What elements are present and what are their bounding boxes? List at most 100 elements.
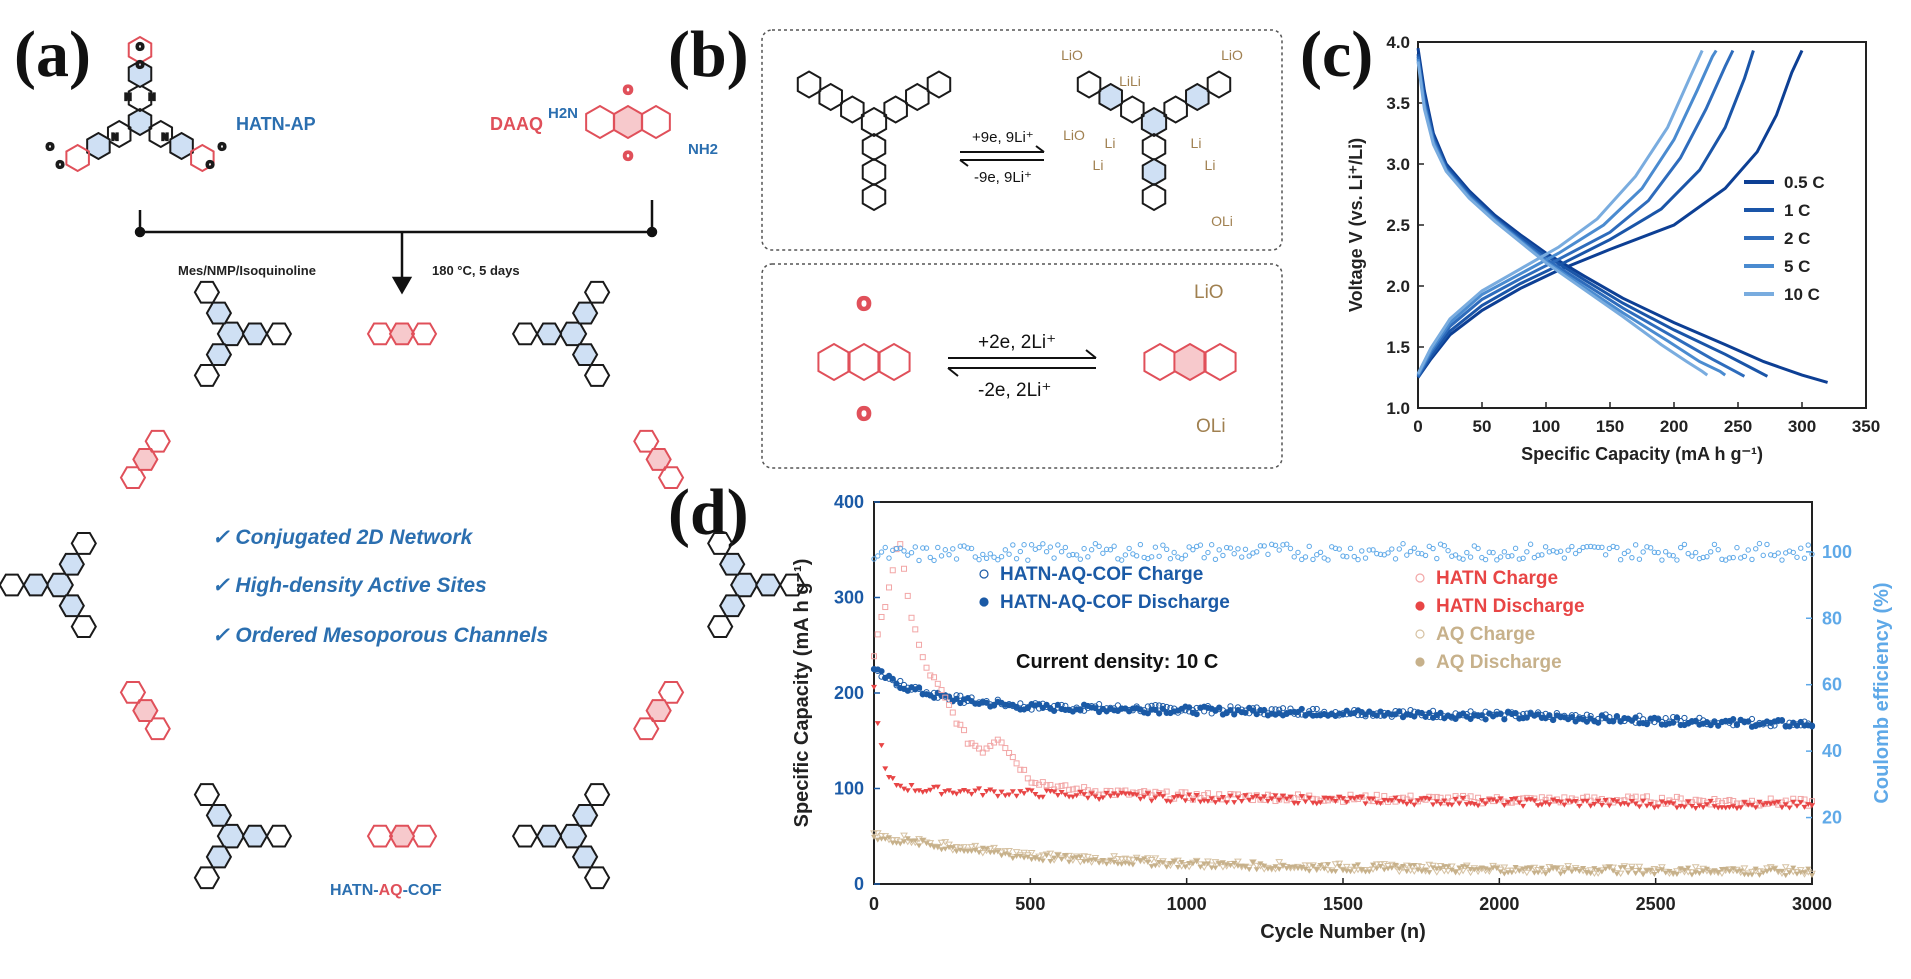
data-point bbox=[1159, 794, 1166, 800]
data-point bbox=[1122, 791, 1129, 797]
data-point bbox=[1313, 867, 1320, 873]
ce-point bbox=[1775, 550, 1781, 556]
data-point bbox=[1313, 712, 1320, 719]
data-point bbox=[1283, 710, 1290, 717]
data-point bbox=[1275, 859, 1284, 866]
legend-label: HATN Charge bbox=[1436, 568, 1558, 589]
data-point bbox=[1576, 868, 1583, 874]
data-point bbox=[1437, 794, 1444, 801]
data-point bbox=[1051, 855, 1058, 861]
data-point bbox=[1790, 719, 1797, 726]
ce-point bbox=[1010, 542, 1016, 548]
data-point bbox=[1778, 868, 1785, 874]
data-point bbox=[1062, 853, 1069, 859]
ce-point bbox=[1726, 555, 1733, 561]
data-point bbox=[1039, 779, 1046, 786]
data-point bbox=[1666, 720, 1673, 727]
data-point bbox=[1666, 797, 1673, 804]
ce-point bbox=[1351, 553, 1357, 560]
data-point bbox=[1658, 718, 1666, 726]
data-point bbox=[1144, 859, 1151, 865]
data-point bbox=[1126, 791, 1133, 797]
ce-point bbox=[1760, 552, 1766, 559]
data-point bbox=[1670, 798, 1677, 805]
data-point bbox=[1058, 790, 1065, 796]
ce-point bbox=[1284, 541, 1290, 547]
data-point bbox=[998, 701, 1005, 708]
data-point bbox=[1309, 864, 1316, 870]
data-point bbox=[1159, 860, 1166, 866]
data-point bbox=[923, 691, 930, 698]
data-point bbox=[1411, 713, 1418, 720]
data-point bbox=[1583, 711, 1590, 718]
ce-point bbox=[998, 554, 1005, 560]
ce-point bbox=[1017, 548, 1024, 555]
data-point bbox=[1283, 866, 1290, 872]
data-point bbox=[1624, 868, 1633, 875]
data-point bbox=[964, 697, 971, 705]
li-label: Li bbox=[1205, 157, 1216, 173]
ce-point bbox=[1805, 542, 1811, 548]
data-point bbox=[904, 788, 911, 794]
data-point bbox=[1351, 706, 1358, 714]
data-point bbox=[1508, 799, 1515, 806]
data-point bbox=[1159, 790, 1166, 797]
ce-point bbox=[987, 551, 994, 557]
data-point bbox=[1246, 704, 1253, 712]
legend-marker bbox=[979, 597, 989, 607]
data-point bbox=[1432, 869, 1441, 876]
data-point bbox=[957, 789, 964, 795]
data-point bbox=[1376, 861, 1385, 868]
data-point bbox=[1711, 719, 1718, 726]
data-point bbox=[1433, 712, 1440, 719]
x-tick-label: 0 bbox=[869, 894, 879, 914]
data-point bbox=[1208, 796, 1215, 802]
data-point bbox=[1351, 863, 1358, 869]
data-point bbox=[1129, 857, 1137, 864]
data-point bbox=[1181, 861, 1190, 869]
ce-point bbox=[1392, 556, 1399, 562]
data-point bbox=[1099, 705, 1106, 713]
data-point bbox=[1797, 718, 1804, 726]
data-point bbox=[1238, 794, 1245, 801]
data-point bbox=[1302, 712, 1309, 719]
data-point bbox=[1414, 709, 1422, 716]
data-point bbox=[1475, 867, 1482, 873]
data-point bbox=[1366, 796, 1373, 802]
ce-point bbox=[1786, 548, 1793, 554]
data-point bbox=[1148, 702, 1155, 709]
data-point bbox=[1129, 789, 1136, 796]
ce-point bbox=[938, 553, 945, 559]
data-point bbox=[1737, 716, 1744, 724]
data-point bbox=[1328, 710, 1335, 717]
data-point bbox=[1152, 795, 1159, 801]
data-point bbox=[1081, 707, 1088, 714]
data-point bbox=[957, 847, 964, 853]
data-point bbox=[1658, 867, 1665, 873]
data-point bbox=[908, 782, 915, 788]
atom-label: O bbox=[623, 83, 632, 97]
ce-point bbox=[1137, 541, 1144, 548]
ce-point bbox=[1749, 556, 1755, 563]
ce-point bbox=[1723, 557, 1729, 563]
data-point bbox=[1445, 794, 1452, 801]
ce-point bbox=[1261, 543, 1267, 549]
data-point bbox=[1212, 800, 1219, 806]
ce-point bbox=[1674, 557, 1680, 563]
ce-point bbox=[1306, 543, 1312, 550]
data-point bbox=[1512, 710, 1519, 717]
data-point bbox=[1621, 717, 1628, 725]
data-point bbox=[1377, 801, 1384, 807]
data-point bbox=[1775, 801, 1782, 808]
data-point bbox=[1396, 866, 1403, 872]
data-point bbox=[1579, 867, 1588, 875]
data-point bbox=[1482, 716, 1489, 723]
data-point bbox=[1336, 710, 1343, 717]
data-point bbox=[1417, 864, 1426, 871]
data-point bbox=[1170, 858, 1179, 865]
x-tick-label: 500 bbox=[1015, 894, 1045, 914]
data-point bbox=[1677, 795, 1684, 802]
